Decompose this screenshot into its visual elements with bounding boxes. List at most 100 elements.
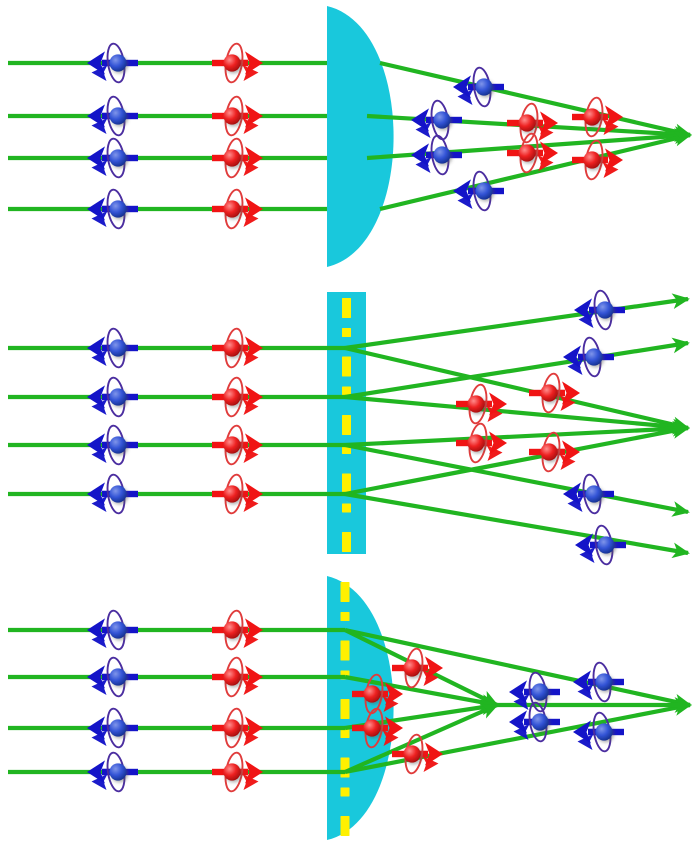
output-ray bbox=[344, 423, 690, 497]
spin-symbol-red[interactable] bbox=[212, 424, 263, 466]
spin-symbol-red[interactable] bbox=[392, 733, 443, 775]
spin-symbol-red[interactable] bbox=[507, 102, 558, 144]
spin-arrow-head-secondary bbox=[577, 684, 594, 700]
spin-sphere bbox=[223, 388, 241, 406]
spin-symbol-red[interactable] bbox=[456, 422, 507, 464]
spin-symbol-red[interactable] bbox=[392, 647, 443, 689]
spin-symbol-blue[interactable] bbox=[573, 661, 624, 703]
spin-sphere bbox=[109, 107, 127, 125]
spin-sphere bbox=[531, 713, 549, 731]
spin-sphere bbox=[109, 485, 127, 503]
spin-arrow-head-secondary bbox=[242, 447, 259, 463]
spin-symbol-blue[interactable] bbox=[453, 66, 504, 108]
spin-symbol-red[interactable] bbox=[212, 327, 263, 369]
spin-symbol-red[interactable] bbox=[212, 656, 263, 698]
spin-symbol-red[interactable] bbox=[529, 431, 580, 473]
spin-arrow-head-secondary bbox=[91, 496, 108, 512]
spin-symbol-blue[interactable] bbox=[87, 376, 138, 418]
spin-symbol-red[interactable] bbox=[572, 96, 623, 138]
spin-symbol-red[interactable] bbox=[456, 383, 507, 425]
spin-arrow-head-secondary bbox=[91, 774, 108, 790]
optic-metasurface-slab[interactable] bbox=[327, 292, 366, 554]
grating-dash-short bbox=[340, 787, 350, 797]
spin-symbol-red[interactable] bbox=[212, 609, 263, 651]
spin-symbol-blue[interactable] bbox=[87, 473, 138, 515]
spin-symbol-blue[interactable] bbox=[87, 609, 138, 651]
spin-symbol-blue[interactable] bbox=[87, 327, 138, 369]
spin-sphere bbox=[403, 745, 421, 763]
spin-symbol-blue[interactable] bbox=[453, 170, 504, 212]
spin-arrow-head-secondary bbox=[242, 211, 259, 227]
spin-arrow-head-secondary bbox=[559, 454, 576, 470]
spin-symbol-red[interactable] bbox=[212, 188, 263, 230]
spin-symbol-blue[interactable] bbox=[574, 289, 625, 331]
grating-dash-short bbox=[342, 386, 351, 396]
output-ray bbox=[344, 442, 690, 517]
spin-symbol-red[interactable] bbox=[352, 707, 403, 749]
spin-arrow-head-secondary bbox=[537, 155, 554, 171]
spin-arrow-head-secondary bbox=[242, 350, 259, 366]
spin-symbol-red[interactable] bbox=[212, 473, 263, 515]
spin-symbol-blue[interactable] bbox=[563, 473, 614, 515]
spin-arrow-head-secondary bbox=[91, 632, 108, 648]
spin-symbol-red[interactable] bbox=[212, 95, 263, 137]
spin-sphere bbox=[109, 200, 127, 218]
grating-dash-long bbox=[340, 582, 350, 602]
spin-symbol-red[interactable] bbox=[572, 139, 623, 181]
rays-panel-metasurface bbox=[8, 293, 690, 559]
optic-hybrid-metalens[interactable] bbox=[327, 576, 394, 840]
spin-sphere bbox=[467, 395, 485, 413]
spin-arrow-head-secondary bbox=[91, 730, 108, 746]
output-ray bbox=[344, 345, 690, 433]
spin-symbol-blue[interactable] bbox=[87, 188, 138, 230]
output-ray bbox=[344, 394, 690, 435]
spin-symbol-red[interactable] bbox=[529, 372, 580, 414]
spin-arrow-head-secondary bbox=[91, 350, 108, 366]
spin-sphere bbox=[109, 668, 127, 686]
spin-symbol-blue[interactable] bbox=[87, 137, 138, 179]
spin-symbol-red[interactable] bbox=[212, 42, 263, 84]
lens-body[interactable] bbox=[327, 576, 394, 840]
spin-symbol-red[interactable] bbox=[212, 376, 263, 418]
spin-arrow-head-secondary bbox=[457, 89, 474, 105]
grating-dash-long bbox=[340, 699, 350, 719]
spin-symbol-blue[interactable] bbox=[411, 99, 462, 141]
optic-convex-lens[interactable] bbox=[327, 6, 394, 267]
spin-arrow-head-secondary bbox=[242, 118, 259, 134]
grating-dash-long bbox=[342, 473, 351, 494]
spin-symbol-blue[interactable] bbox=[573, 711, 624, 753]
spin-symbol-red[interactable] bbox=[507, 132, 558, 174]
spin-arrow-head-secondary bbox=[567, 496, 584, 512]
spin-sphere bbox=[109, 339, 127, 357]
spin-arrow-head-secondary bbox=[91, 65, 108, 81]
spin-symbol-red[interactable] bbox=[212, 707, 263, 749]
spin-symbol-blue[interactable] bbox=[87, 42, 138, 84]
spin-symbol-blue[interactable] bbox=[509, 701, 560, 743]
spin-symbol-blue[interactable] bbox=[563, 336, 614, 378]
spin-symbol-blue[interactable] bbox=[87, 751, 138, 793]
lens-body[interactable] bbox=[327, 6, 394, 267]
spin-sphere bbox=[223, 621, 241, 639]
grating-dash-short bbox=[340, 729, 350, 738]
spin-symbol-blue[interactable] bbox=[87, 656, 138, 698]
spin-arrow-head-secondary bbox=[242, 496, 259, 512]
spins-panel-lens bbox=[87, 42, 623, 230]
spin-sphere bbox=[223, 436, 241, 454]
spin-arrow-head-secondary bbox=[91, 679, 108, 695]
grating-dash-short bbox=[342, 328, 351, 337]
spin-symbol-blue[interactable] bbox=[509, 671, 560, 713]
spin-symbol-blue[interactable] bbox=[87, 95, 138, 137]
spin-sphere bbox=[518, 114, 536, 132]
spin-symbol-blue[interactable] bbox=[575, 524, 626, 566]
spin-arrow-head-secondary bbox=[415, 157, 432, 173]
spin-symbol-blue[interactable] bbox=[411, 134, 462, 176]
spin-symbol-blue[interactable] bbox=[87, 424, 138, 466]
spin-arrow-head-secondary bbox=[457, 193, 474, 209]
spin-symbol-red[interactable] bbox=[212, 751, 263, 793]
spin-symbol-blue[interactable] bbox=[87, 707, 138, 749]
spin-sphere bbox=[223, 485, 241, 503]
spin-arrow-head-secondary bbox=[578, 312, 595, 328]
spin-symbol-red[interactable] bbox=[212, 137, 263, 179]
spin-arrow-head-secondary bbox=[382, 696, 399, 712]
spin-arrow-head-secondary bbox=[422, 756, 439, 772]
